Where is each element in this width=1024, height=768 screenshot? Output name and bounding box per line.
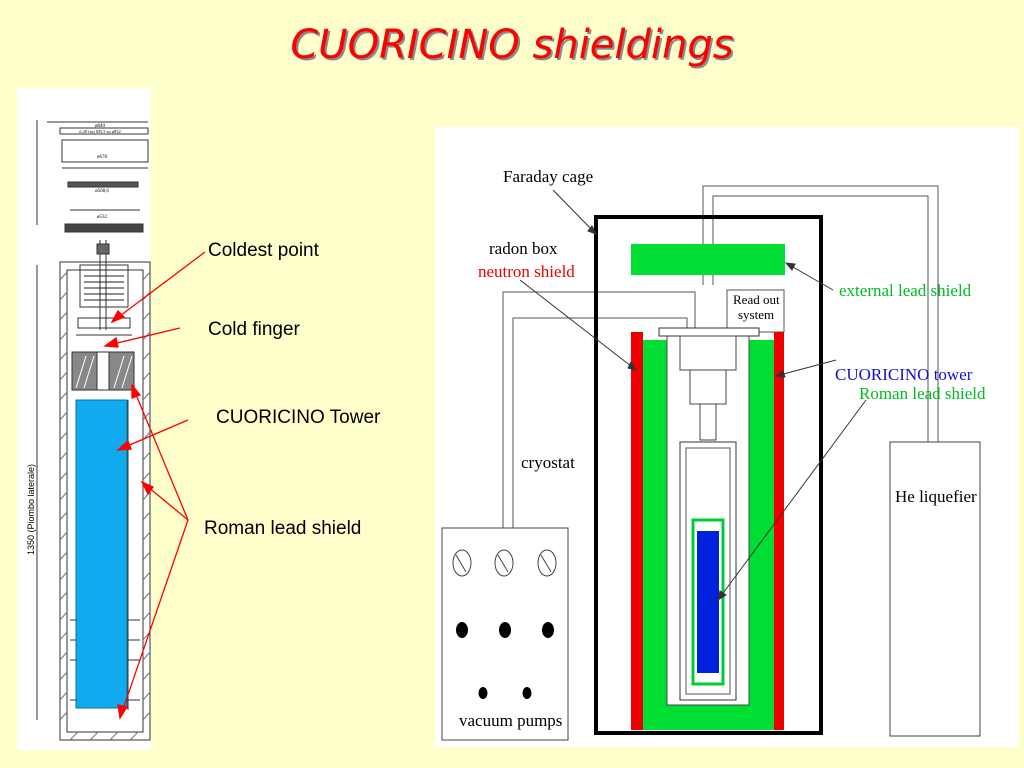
gauge-icon: [494, 549, 514, 577]
dimension-label: ø840: [95, 124, 106, 129]
top-flange: [59, 127, 149, 135]
dimension-label: ô,39 fori M5.5 su ø832: [79, 129, 121, 135]
knob-icon: [522, 687, 532, 699]
dimension-label: ø678: [97, 155, 108, 160]
bellows: [79, 264, 129, 308]
readout-system-label-1: Read out: [733, 292, 780, 307]
lower-flange: [64, 223, 144, 233]
external-lead-shield-right: [749, 340, 774, 730]
cold-finger-label: Cold finger: [208, 319, 300, 340]
callout-radon-box: [519, 279, 637, 371]
vacuum-pumps-label: vacuum pumps: [459, 711, 563, 730]
cuoricino-tower-label: CUORICINO Tower: [216, 407, 381, 428]
faraday-cage: [594, 215, 823, 735]
radon-box-label: radon box: [489, 239, 558, 258]
readout-system-label-2: system: [738, 307, 775, 322]
top-plate: [61, 139, 149, 163]
arrow-coldest-point: [111, 251, 206, 323]
external-lead-shield-top: [631, 244, 785, 275]
he-liquefier: [889, 441, 981, 737]
dimension-label: ø568,6: [95, 189, 109, 194]
callout-roman-lead: [775, 359, 837, 377]
outer-shell: [59, 261, 151, 741]
neutron-shield-right: [774, 332, 784, 730]
top-plate: [658, 327, 760, 337]
cuoricino-tower-drawing: [75, 399, 128, 709]
external-lead-shield-bottom: [667, 705, 749, 730]
page-title: CUORICINO shieldings: [290, 22, 734, 68]
he-liquefier-label: He liquefier: [895, 487, 977, 506]
middle-plate: [67, 181, 139, 188]
external-lead-shield-left: [643, 340, 667, 730]
gauge-icon: [452, 549, 472, 577]
roman-lead-shield-label: Roman lead shield: [204, 518, 362, 539]
gauge-icon: [537, 549, 557, 577]
pump-gauges: [452, 549, 557, 577]
knob-icon: [456, 622, 468, 638]
callout-tower: [717, 399, 867, 601]
knob-icon: [542, 622, 554, 638]
arrow-roman-lead-3: [119, 519, 189, 719]
dimension-label: ø532: [97, 215, 108, 220]
neutron-shield-label: neutron shield: [478, 262, 575, 281]
external-lead-shield-label: external lead shield: [839, 281, 972, 300]
cuoricino-tower-schematic-label: CUORICINO tower: [835, 365, 973, 384]
cryostat-label: cryostat: [521, 453, 575, 472]
height-dimension-label: 1350 (Piombo laterale): [26, 464, 36, 555]
coldest-point-label: Coldest point: [208, 240, 319, 261]
cuoricino-tower: [697, 531, 719, 673]
arrow-roman-lead-1: [131, 384, 189, 521]
cold-finger-plate: [77, 317, 131, 329]
neutron-shield-left: [631, 332, 643, 730]
readout-box: [726, 289, 785, 333]
callout-faraday: [552, 189, 597, 235]
pipe-he-inner: [712, 195, 929, 442]
pipe-vacuum-outer: [502, 291, 696, 528]
callout-external-lead: [785, 262, 834, 291]
knob-icon: [478, 687, 488, 699]
roman-lead-shield-schematic-label: Roman lead shield: [859, 384, 986, 403]
knob-icon: [499, 622, 511, 638]
faraday-cage-label: Faraday cage: [503, 167, 594, 186]
pipe-vacuum-inner: [512, 317, 688, 528]
pump-knobs: [456, 622, 554, 699]
pipe-he-outer: [702, 185, 939, 442]
